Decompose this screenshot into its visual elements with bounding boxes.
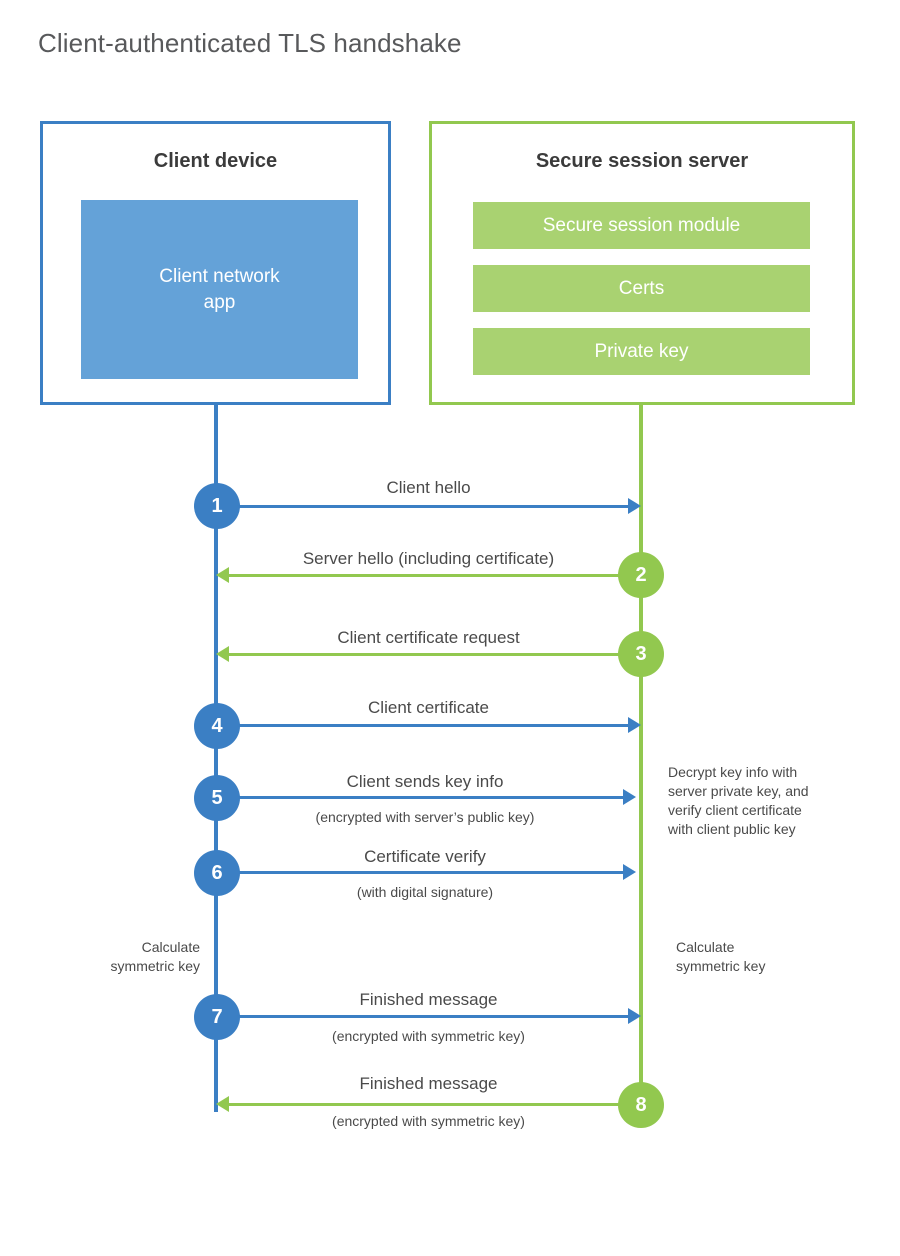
client-calc-note-line1: Calculate <box>141 939 200 955</box>
server-decrypt-note-line2: server private key, and <box>668 782 809 799</box>
server-lifeline <box>639 405 643 1105</box>
step-5-badge[interactable]: 5 <box>194 775 240 821</box>
client-network-app-block: Client network app <box>81 200 358 379</box>
step-6-sublabel: (with digital signature) <box>356 884 494 900</box>
step-1-badge[interactable]: 1 <box>194 483 240 529</box>
server-decrypt-note-line3: verify client certificate <box>668 801 802 818</box>
server-component-secure-session-module: Secure session module <box>473 202 810 249</box>
step-6-arrowhead-icon <box>623 864 636 880</box>
step-7-line <box>216 1015 628 1018</box>
client-calculate-symmetric-key-note: Calculate symmetric key <box>60 938 200 976</box>
step-4-badge[interactable]: 4 <box>194 703 240 749</box>
secure-session-server-heading: Secure session server <box>535 150 749 172</box>
step-4-line <box>216 724 628 727</box>
step-8-line <box>229 1103 641 1106</box>
step-7-badge[interactable]: 7 <box>194 994 240 1040</box>
step-5-sublabel: (encrypted with server’s public key) <box>315 809 535 825</box>
step-2-arrowhead-icon <box>216 567 229 583</box>
step-1-label: Client hello <box>386 478 471 497</box>
server-component-certs: Certs <box>473 265 810 312</box>
step-6-line <box>216 871 623 874</box>
step-8-badge[interactable]: 8 <box>618 1082 664 1128</box>
client-network-app-label-line1: Client network <box>159 265 280 287</box>
server-calculate-symmetric-key-note: Calculate symmetric key <box>676 938 836 976</box>
client-device-heading: Client device <box>153 150 278 172</box>
client-device-box: Client device Client network app <box>40 121 391 405</box>
step-3-line <box>229 653 641 656</box>
step-7-arrowhead-icon <box>628 1008 641 1024</box>
server-component-private-key: Private key <box>473 328 810 375</box>
step-8-sublabel: (encrypted with symmetric key) <box>332 1113 525 1129</box>
server-calc-note-line2: symmetric key <box>676 957 766 974</box>
step-5-line <box>216 796 623 799</box>
step-5-label: Client sends key info <box>346 772 504 791</box>
step-2-badge[interactable]: 2 <box>618 552 664 598</box>
server-decrypt-note: Decrypt key info with server private key… <box>668 763 838 839</box>
step-6-badge[interactable]: 6 <box>194 850 240 896</box>
client-lifeline <box>214 405 218 1112</box>
secure-session-server-box: Secure session server Secure session mod… <box>429 121 855 405</box>
page-title: Client-authenticated TLS handshake <box>38 28 462 58</box>
step-3-badge[interactable]: 3 <box>618 631 664 677</box>
step-1-line <box>216 505 628 508</box>
client-network-app-label-line2: app <box>203 291 236 313</box>
step-3-label: Client certificate request <box>337 628 520 647</box>
step-4-label: Client certificate <box>368 698 489 717</box>
server-decrypt-note-line1: Decrypt key info with <box>668 764 798 780</box>
step-4-arrowhead-icon <box>628 717 641 733</box>
client-network-app-label: Client network app <box>159 264 279 315</box>
step-2-line <box>229 574 641 577</box>
step-2-label: Server hello (including certificate) <box>302 549 555 568</box>
server-decrypt-note-line4: with client public key <box>668 820 796 837</box>
step-8-arrowhead-icon <box>216 1096 229 1112</box>
server-calc-note-line1: Calculate <box>676 939 735 955</box>
step-7-sublabel: (encrypted with symmetric key) <box>332 1028 525 1044</box>
step-7-label: Finished message <box>359 990 498 1009</box>
step-1-arrowhead-icon <box>628 498 641 514</box>
step-5-arrowhead-icon <box>623 789 636 805</box>
step-6-label: Certificate verify <box>364 847 486 866</box>
step-3-arrowhead-icon <box>216 646 229 662</box>
step-8-label: Finished message <box>359 1074 498 1093</box>
client-calc-note-line2: symmetric key <box>110 957 200 974</box>
